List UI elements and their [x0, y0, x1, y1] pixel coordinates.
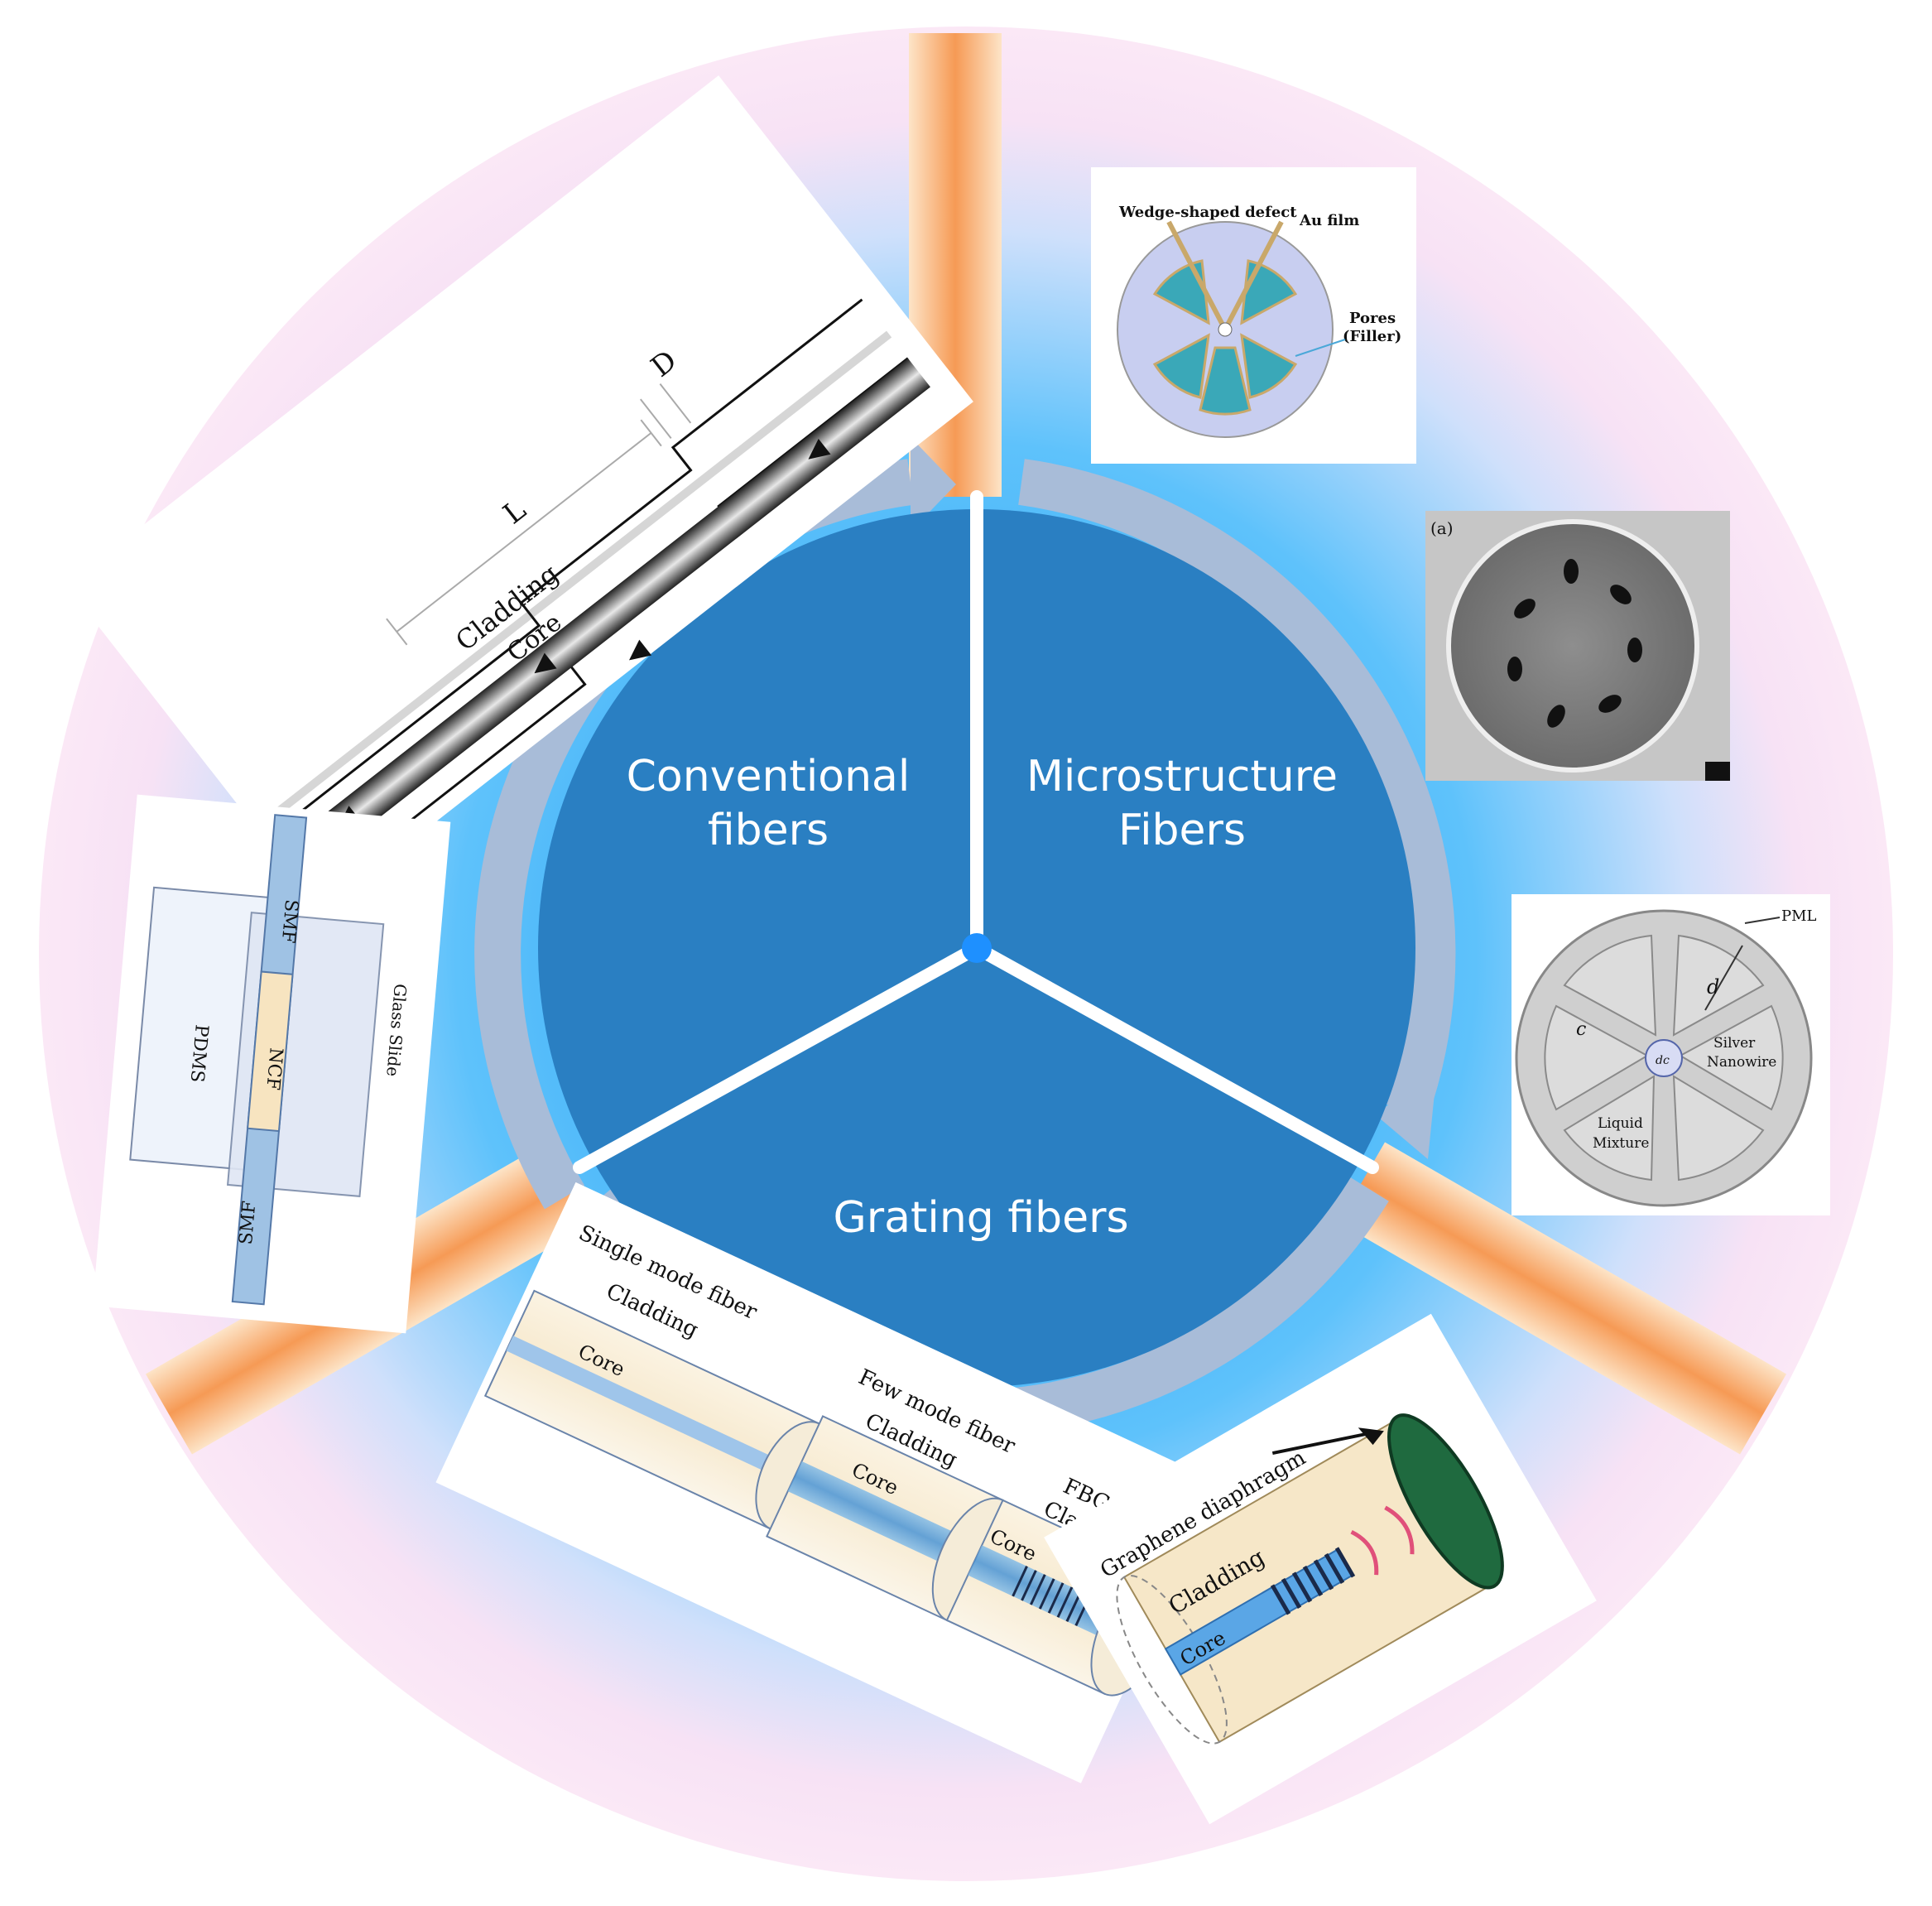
pml-c-label: c — [1576, 1019, 1586, 1040]
ncf-core-label: NCF — [262, 1047, 286, 1090]
pml-silver-label-2: Nanowire — [1707, 1054, 1776, 1071]
pcf-au-label: Au film — [1299, 212, 1359, 229]
ncf-pdms-label: PDMS — [186, 1023, 212, 1083]
panel-ncf-slide: SMF SMF PDMS NCF Glass Slide — [92, 794, 451, 1334]
label-conventional-line2: fibers — [708, 806, 829, 855]
divider-right — [970, 941, 1379, 1174]
pml-liquid-label-2: Mixture — [1593, 1135, 1649, 1152]
pcf-pores-label: Pores — [1349, 310, 1396, 327]
pml-silver-label-1: Silver — [1713, 1035, 1756, 1052]
center-pie — [538, 490, 1415, 1387]
divider-left — [573, 941, 983, 1174]
ncf-smf-top-label: SMF — [277, 898, 302, 944]
pcf-wedge-label: Wedge-shaped defect — [1118, 204, 1297, 221]
arrow-arc-right — [1018, 459, 1456, 1119]
panel-sem-image: (a) — [1425, 511, 1730, 781]
beam-lower-right — [1338, 1142, 1787, 1455]
panel-graphene: Graphene diaphragm Cladding Core — [1044, 1313, 1597, 1825]
label-conventional-line1: Conventional — [627, 752, 911, 801]
sem-tag: (a) — [1430, 518, 1454, 538]
arrow-head-right — [1374, 1076, 1436, 1159]
arrow-head-top — [911, 437, 956, 532]
panel-pml: PML d c dc Silver Nanowire Liquid Mixtur… — [1511, 894, 1830, 1215]
ncf-smf-bottom-label: SMF — [236, 1200, 261, 1245]
panel-pcf-wedge: Wedge-shaped defect Au film Pores (Fille… — [1091, 167, 1416, 464]
pml-dc-label: dc — [1656, 1054, 1670, 1067]
label-grating: Grating fibers — [833, 1193, 1128, 1243]
label-microstructure-line1: Microstructure — [1026, 752, 1338, 801]
pcf-filler-label: (Filler) — [1343, 328, 1401, 345]
panel-tapered-fiber: L D Cladding Core — [66, 75, 973, 912]
pml-d-label: d — [1707, 975, 1719, 999]
pml-liquid-label-1: Liquid — [1598, 1115, 1643, 1132]
pml-label: PML — [1781, 907, 1817, 925]
label-microstructure-line2: Fibers — [1118, 806, 1246, 855]
